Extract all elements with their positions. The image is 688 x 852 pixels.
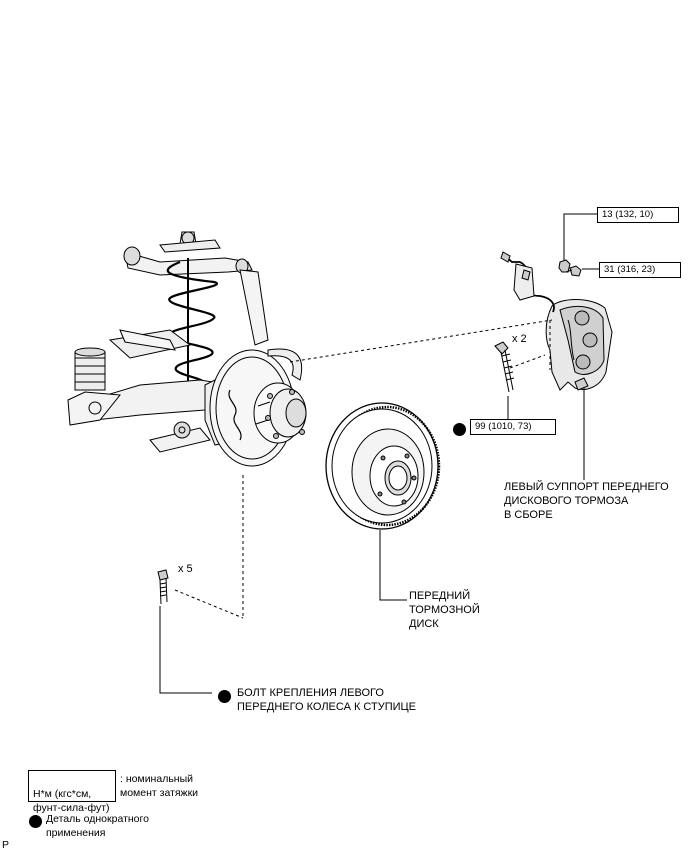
qty-hub-bolts: x 5 (178, 563, 193, 575)
torque-value-mount-bolt: 99 (1010, 73) (475, 421, 532, 432)
torque-box-mount-bolt: 99 (1010, 73) (470, 419, 556, 435)
torque-value-nut: 13 (132, 10) (602, 209, 654, 220)
legend-torque-description: : номинальный момент затяжки (120, 773, 199, 799)
page-marker: P (2, 839, 10, 851)
dashed-guides (174, 319, 553, 619)
caliper-small-bolt-drawing (565, 265, 582, 277)
torque-value-small-bolt: 31 (316, 23) (604, 264, 656, 275)
qty-caliper-bolts: x 2 (512, 333, 527, 345)
legend-non-reusable-dot (29, 815, 42, 828)
hub-bolt-label: БОЛТ КРЕПЛЕНИЯ ЛЕВОГО ПЕРЕДНЕГО КОЛЕСА К… (237, 687, 417, 713)
legend-torque-units: Н*м (кгс*см, фунт-сила-фут) (33, 788, 110, 814)
non-reusable-dot-caliper-bolt (453, 423, 466, 436)
legend-non-reusable-text: Деталь однократного применения (46, 813, 149, 839)
torque-box-nut: 13 (132, 10) (597, 207, 679, 223)
brake-disc-label: ПЕРЕДНИЙ ТОРМОЗНОЙ ДИСК (409, 590, 480, 630)
hub-bolt-drawing (157, 569, 169, 605)
legend-torque-units-box: Н*м (кгс*см, фунт-сила-фут) (28, 770, 116, 814)
non-reusable-dot-hub-bolt (218, 690, 231, 703)
leader-lines (159, 213, 599, 694)
brake-disc-drawing (325, 402, 441, 530)
caliper-mount-bolt-drawing (494, 341, 515, 393)
hub-and-dust-shield (209, 348, 307, 467)
caliper-drawing (500, 251, 613, 391)
torque-box-small-bolt: 31 (316, 23) (599, 262, 681, 278)
caliper-nut-drawing (558, 259, 571, 273)
caliper-assembly-label: ЛЕВЫЙ СУППОРТ ПЕРЕДНЕГО ДИСКОВОГО ТОРМОЗ… (504, 481, 669, 521)
